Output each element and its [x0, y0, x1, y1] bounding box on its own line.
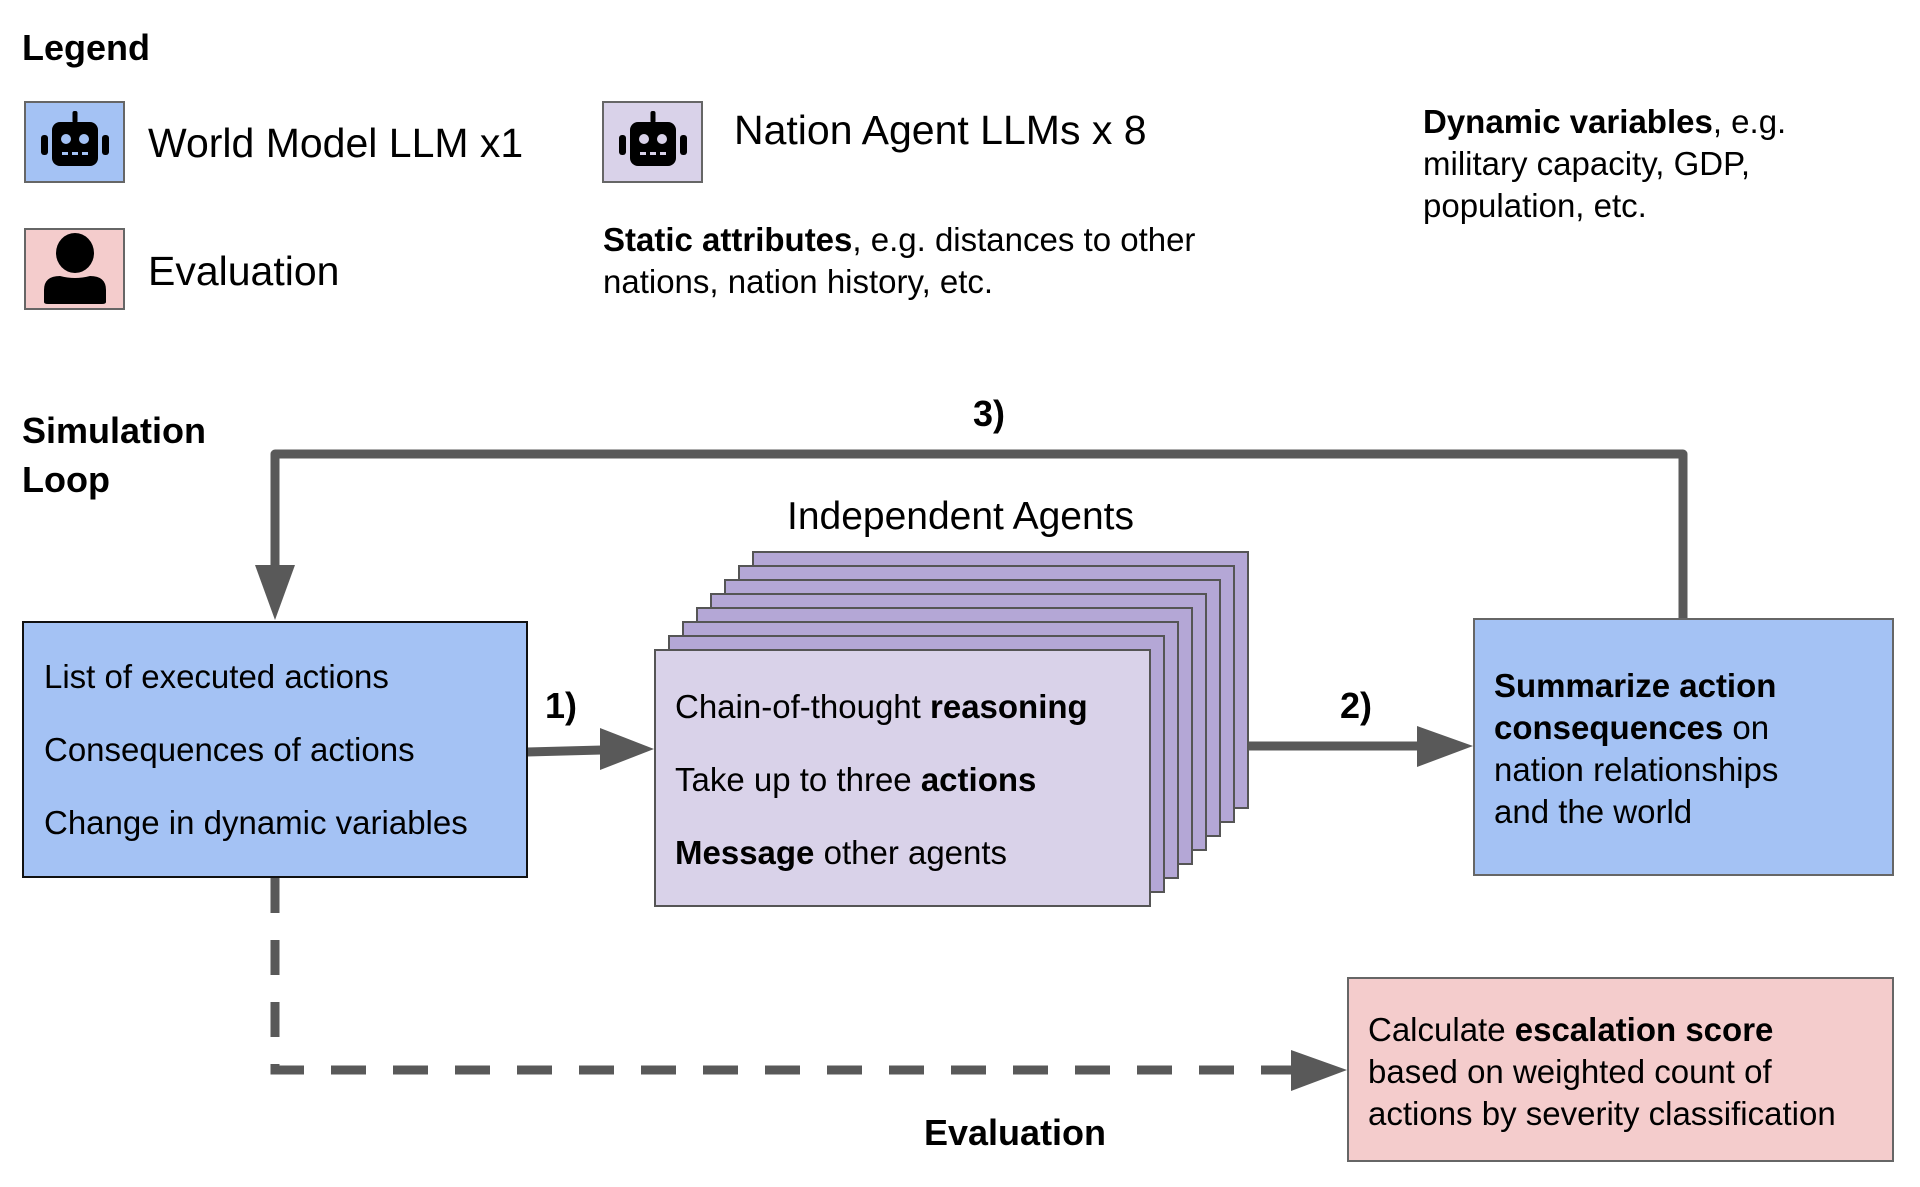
step-3-label: 3) [973, 393, 1006, 434]
static-attributes-rest: , e.g. distances to other [852, 221, 1196, 258]
dynamic-variables-line2: military capacity, GDP, [1423, 145, 1751, 182]
summary-text: Summarize action consequences on nation … [1494, 665, 1778, 833]
independent-agents-title: Independent Agents [787, 495, 1134, 538]
agent-card-front: Chain-of-thought reasoning Take up to th… [654, 649, 1151, 907]
legend-evaluation-swatch [24, 228, 125, 310]
step-2-label: 2) [1340, 685, 1373, 726]
agent-line-actions: Take up to three actions [675, 760, 1036, 800]
agent-line-message: Message other agents [675, 833, 1007, 873]
step2-arrow-head [1417, 726, 1473, 767]
loop-arrow-head [255, 565, 295, 620]
summary-line-2-rest: on [1723, 709, 1770, 746]
agent-line-reasoning-normal: Chain-of-thought [675, 688, 930, 725]
summary-line-1: Summarize action [1494, 667, 1777, 704]
simulation-loop-title-line1: Simulation [22, 410, 207, 451]
evaluation-arrow-line [270, 878, 1292, 1075]
agent-line-reasoning: Chain-of-thought reasoning [675, 687, 1088, 727]
agent-line-actions-bold: actions [920, 761, 1037, 798]
step1-arrow-head [600, 728, 654, 770]
agent-line-message-bold: Message [675, 834, 815, 871]
world-model-line-3: Change in dynamic variables [44, 804, 468, 841]
static-attributes-line2: nations, nation history, etc. [603, 263, 994, 300]
dynamic-variables-rest: , e.g. [1712, 103, 1787, 140]
agent-line-reasoning-bold: reasoning [930, 688, 1088, 725]
legend-nation-agent-swatch [602, 101, 703, 183]
loop-arrow-line [270, 449, 1688, 618]
static-attributes-note: Static attributes, e.g. distances to oth… [603, 219, 1195, 303]
legend-nation-agent-label: Nation Agent LLMs x 8 [734, 107, 1147, 153]
robot-icon [618, 111, 687, 166]
evaluation-arrow-head [1291, 1050, 1347, 1091]
escalation-line-3: actions by severity classification [1368, 1095, 1836, 1132]
legend-world-model-label: World Model LLM x1 [148, 120, 524, 166]
legend-world-model-swatch [24, 101, 125, 183]
step1-arrow-line [526, 745, 603, 757]
legend-evaluation-label: Evaluation [148, 248, 340, 294]
summary-consequences-box: Summarize action consequences on nation … [1473, 618, 1894, 876]
dynamic-variables-bold: Dynamic variables [1423, 103, 1713, 140]
world-model-state-box: List of executed actions Consequences of… [22, 621, 528, 878]
simulation-loop-title-line2: Loop [22, 459, 110, 500]
step-1-label: 1) [545, 685, 578, 726]
escalation-text: Calculate escalation score based on weig… [1368, 1009, 1836, 1135]
summary-line-4: and the world [1494, 793, 1693, 830]
static-attributes-bold: Static attributes [603, 221, 853, 258]
robot-icon [40, 111, 109, 166]
legend-title: Legend [22, 27, 151, 68]
dynamic-variables-note: Dynamic variables, e.g. military capacit… [1423, 101, 1786, 227]
agent-line-actions-normal: Take up to three [675, 761, 921, 798]
escalation-score-box: Calculate escalation score based on weig… [1347, 977, 1894, 1162]
agent-line-message-after: other agents [814, 834, 1008, 871]
escalation-line-1-bold: escalation score [1514, 1011, 1774, 1048]
summary-line-3: nation relationships [1494, 751, 1779, 788]
dynamic-variables-line3: population, etc. [1423, 187, 1647, 224]
escalation-line-2: based on weighted count of [1368, 1053, 1772, 1090]
world-model-line-1: List of executed actions [44, 658, 389, 695]
summary-line-2-bold: consequences [1494, 709, 1724, 746]
simulation-loop-title: Simulation Loop [22, 406, 206, 504]
world-model-line-2: Consequences of actions [44, 731, 415, 768]
escalation-line-1-normal: Calculate [1368, 1011, 1515, 1048]
person-icon [43, 233, 106, 304]
evaluation-label: Evaluation [924, 1112, 1107, 1153]
